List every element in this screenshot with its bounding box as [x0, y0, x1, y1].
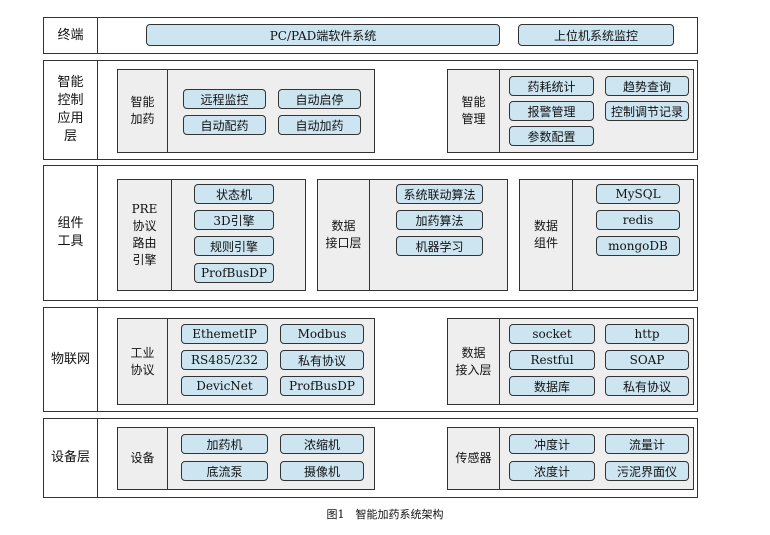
- iot-layer-label: 物联网: [44, 308, 98, 411]
- equipment-item: 加药机: [181, 434, 268, 454]
- data-component-label: 数据 组件: [520, 180, 573, 290]
- industrial-protocol-item: Modbus: [280, 324, 364, 344]
- application-layer-label: 智能 控制 应用 层: [44, 61, 98, 159]
- industrial-protocol-item: DevicNet: [181, 376, 268, 396]
- data-interface-item: 机器学习: [396, 236, 483, 256]
- data-component-item: MySQL: [596, 184, 680, 204]
- figure-caption: 图1 智能加药系统架构: [326, 508, 444, 521]
- sensor-group: 传感器 冲度计 流量计 浓度计 污泥界面仪: [447, 427, 694, 490]
- components-layer-label: 组件 工具: [44, 166, 98, 300]
- data-component-item: redis: [596, 210, 680, 230]
- data-access-item: socket: [509, 324, 595, 344]
- data-access-group: 数据 接入层 socket http Restful SOAP 数据库 私有协议: [447, 318, 694, 405]
- pre-engine-item: 3D引擎: [194, 210, 274, 230]
- device-layer: 设备层 设备 加药机 浓缩机 底流泵 摄像机 传感器 冲度计 流量计 浓度计 污…: [43, 418, 698, 498]
- data-interface-item: 加药算法: [396, 210, 483, 230]
- data-access-item: http: [605, 324, 689, 344]
- smart-management-label: 智能 管理: [448, 70, 500, 152]
- data-access-item: Restful: [509, 350, 595, 370]
- dosing-item: 远程监控: [183, 89, 266, 109]
- data-access-label: 数据 接入层: [448, 319, 500, 404]
- equipment-group: 设备 加药机 浓缩机 底流泵 摄像机: [117, 427, 375, 490]
- data-access-item: 私有协议: [605, 376, 689, 396]
- equipment-item: 底流泵: [181, 461, 268, 481]
- pc-pad-software-system: PC/PAD端软件系统: [146, 24, 500, 46]
- management-item: 趋势查询: [605, 76, 689, 96]
- dosing-item: 自动加药: [278, 115, 361, 135]
- data-component-group: 数据 组件 MySQL redis mongoDB: [519, 179, 694, 291]
- components-layer: 组件 工具 PRE 协议 路由 引擎 状态机 3D引擎 规则引擎 ProfBus…: [43, 165, 698, 301]
- terminal-layer: 终端 PC/PAD端软件系统 上位机系统监控: [43, 17, 698, 54]
- application-layer: 智能 控制 应用 层 智能 加药 远程监控 自动启停 自动配药 自动加药 智能 …: [43, 60, 698, 160]
- management-item: 报警管理: [509, 101, 594, 121]
- industrial-protocol-item: EthemetIP: [181, 324, 268, 344]
- sensor-item: 浓度计: [509, 461, 595, 481]
- data-interface-group: 数据 接口层 系统联动算法 加药算法 机器学习: [317, 179, 508, 291]
- data-component-item: mongoDB: [596, 236, 680, 256]
- smart-dosing-label: 智能 加药: [118, 70, 168, 152]
- sensor-item: 污泥界面仪: [605, 461, 689, 481]
- smart-dosing-group: 智能 加药 远程监控 自动启停 自动配药 自动加药: [117, 69, 375, 153]
- equipment-label: 设备: [118, 428, 168, 489]
- data-interface-item: 系统联动算法: [396, 184, 483, 204]
- sensor-item: 流量计: [605, 434, 689, 454]
- industrial-protocol-item: ProfBusDP: [280, 376, 364, 396]
- management-item: 控制调节记录: [605, 101, 689, 121]
- iot-layer: 物联网 工业 协议 EthemetIP Modbus RS485/232 私有协…: [43, 307, 698, 412]
- equipment-item: 摄像机: [280, 461, 364, 481]
- data-access-item: SOAP: [605, 350, 689, 370]
- data-interface-label: 数据 接口层: [318, 180, 370, 290]
- industrial-protocol-item: 私有协议: [280, 350, 364, 370]
- sensor-item: 冲度计: [509, 434, 595, 454]
- sensor-label: 传感器: [448, 428, 500, 489]
- pre-engine-item: ProfBusDP: [194, 263, 274, 283]
- pre-engine-item: 规则引擎: [194, 236, 274, 256]
- data-access-item: 数据库: [509, 376, 595, 396]
- dosing-item: 自动启停: [278, 89, 361, 109]
- dosing-item: 自动配药: [183, 115, 266, 135]
- terminal-layer-label: 终端: [44, 18, 98, 53]
- device-layer-label: 设备层: [44, 419, 98, 497]
- pre-engine-item: 状态机: [194, 184, 274, 204]
- management-item: 药耗统计: [509, 76, 594, 96]
- smart-management-group: 智能 管理 药耗统计 趋势查询 报警管理 控制调节记录 参数配置: [447, 69, 694, 153]
- industrial-protocol-group: 工业 协议 EthemetIP Modbus RS485/232 私有协议 De…: [117, 318, 375, 405]
- industrial-protocol-label: 工业 协议: [118, 319, 168, 404]
- host-system-monitor: 上位机系统监控: [518, 24, 674, 46]
- equipment-item: 浓缩机: [280, 434, 364, 454]
- industrial-protocol-item: RS485/232: [181, 350, 268, 370]
- pre-engine-group: PRE 协议 路由 引擎 状态机 3D引擎 规则引擎 ProfBusDP: [117, 179, 306, 291]
- management-item: 参数配置: [509, 126, 594, 146]
- pre-engine-label: PRE 协议 路由 引擎: [118, 180, 172, 290]
